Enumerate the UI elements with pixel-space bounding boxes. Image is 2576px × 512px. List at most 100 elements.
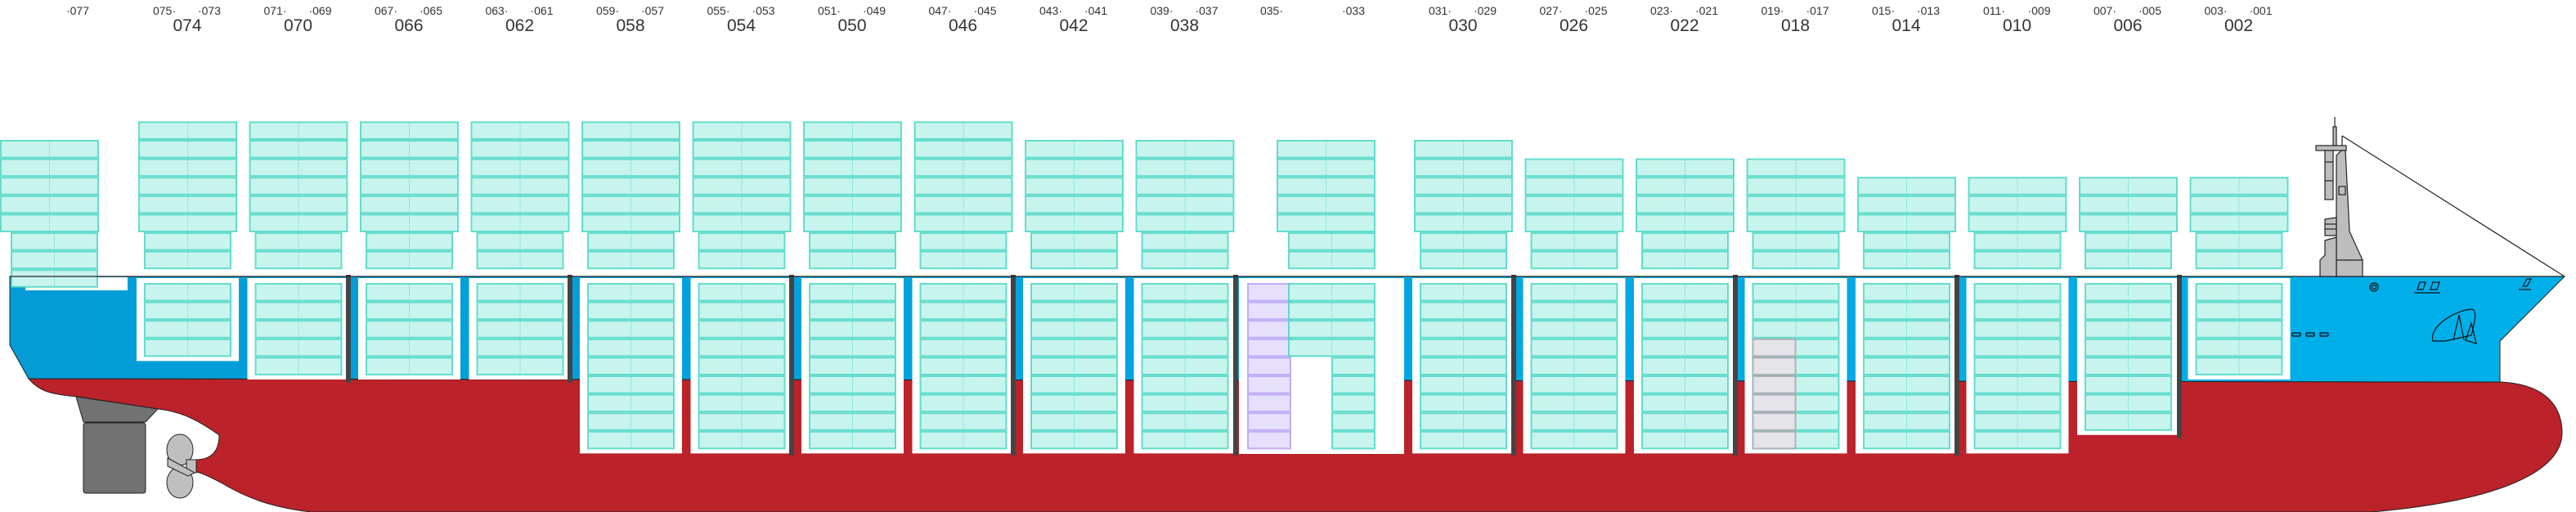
bay-002[interactable]: [2189, 177, 2289, 270]
hold-018[interactable]: [1744, 278, 1847, 454]
bay-066[interactable]: [360, 121, 459, 270]
container-slot: [1863, 430, 1950, 450]
hold-022[interactable]: [1634, 278, 1736, 454]
container-slot: [1752, 283, 1840, 302]
container-slot: [1135, 158, 1235, 177]
container-slot: [476, 283, 564, 302]
hold-034[interactable]: [1239, 278, 1404, 454]
hold-002[interactable]: [2188, 278, 2291, 380]
bay-label: 046: [949, 16, 977, 35]
container-slot: [1414, 177, 1513, 195]
container-slot: [470, 121, 570, 140]
hold-026[interactable]: [1523, 278, 1626, 454]
bay-030[interactable]: [1414, 140, 1513, 270]
bay-026[interactable]: [1524, 158, 1624, 270]
bay-074[interactable]: [138, 121, 237, 270]
container-slot: [1247, 357, 1291, 375]
bay-014[interactable]: [1857, 177, 1956, 270]
container-box: [1752, 357, 1797, 375]
bay-label: 014: [1892, 16, 1920, 35]
bay-046[interactable]: [913, 121, 1013, 270]
bay-050[interactable]: [803, 121, 902, 270]
bow-details: [2291, 278, 2533, 344]
hold-030[interactable]: [1412, 278, 1515, 454]
bay-006[interactable]: [2079, 177, 2178, 270]
container-slot: [1973, 320, 2062, 339]
container-slot: [809, 412, 896, 431]
bay-058[interactable]: [581, 121, 680, 270]
container-slot: [1973, 301, 2062, 321]
hold-006[interactable]: [2077, 278, 2179, 435]
bay-054[interactable]: [692, 121, 792, 270]
sub-bay-label: 067·: [375, 4, 397, 17]
bay-018[interactable]: [1746, 158, 1846, 270]
container-slot: [1141, 412, 1229, 431]
hold-070[interactable]: [247, 278, 350, 380]
bay-070[interactable]: [249, 121, 348, 270]
hold-058[interactable]: [580, 278, 682, 454]
container-slot: [913, 158, 1013, 177]
bay-077[interactable]: [0, 140, 99, 288]
hold-046[interactable]: [912, 278, 1015, 454]
deck-upper-stack: [692, 121, 792, 232]
container-slot: [698, 338, 786, 357]
container-slot: [692, 195, 792, 214]
container-slot: [254, 232, 343, 251]
sub-bay-label: 043·: [1039, 4, 1062, 17]
container-slot: [2079, 195, 2178, 214]
container-slot: [1414, 158, 1513, 177]
container-slot: [1247, 301, 1291, 321]
container-slot: [1973, 250, 2062, 270]
hold-010[interactable]: [1966, 278, 2069, 454]
hold-042[interactable]: [1023, 278, 1125, 454]
container-slot: [1524, 213, 1624, 232]
container-slot: [144, 232, 231, 251]
container-slot: [1746, 213, 1846, 232]
bay-010[interactable]: [1968, 177, 2067, 270]
bay-038[interactable]: [1135, 140, 1235, 270]
bay-042[interactable]: [1025, 140, 1124, 270]
bay-034[interactable]: [1277, 140, 1376, 270]
hold-014[interactable]: [1856, 278, 1958, 454]
container-slot: [1863, 250, 1950, 270]
container-box: [1247, 320, 1291, 339]
container-slot: [803, 140, 902, 159]
container-slot: [1135, 177, 1235, 195]
container-slot: [1863, 375, 1950, 394]
container-box: [1247, 412, 1291, 431]
container-slot: [2195, 301, 2283, 321]
container-slot: [1135, 213, 1235, 232]
container-slot: [360, 177, 459, 195]
bay-062[interactable]: [470, 121, 570, 270]
hold-074[interactable]: [137, 278, 239, 362]
bay-022[interactable]: [1636, 158, 1735, 270]
container-slot: [0, 140, 99, 159]
container-box: [1247, 430, 1291, 450]
container-slot: [1247, 283, 1291, 302]
container-slot: [1752, 250, 1840, 270]
sub-bay-label: ·053: [752, 4, 774, 17]
container-box: [1247, 357, 1291, 375]
container-slot: [470, 140, 570, 159]
container-slot: [1420, 357, 1507, 375]
sub-bay-label: 015·: [1872, 4, 1895, 17]
container-slot: [254, 357, 343, 375]
container-slot: [249, 121, 348, 140]
sub-bay-label: ·029: [1474, 4, 1497, 17]
hold-038[interactable]: [1133, 278, 1236, 454]
container-slot: [470, 195, 570, 214]
sub-bay-label: 007·: [2094, 4, 2116, 17]
hold-050[interactable]: [801, 278, 904, 454]
container-slot: [249, 140, 348, 159]
hold-062[interactable]: [469, 278, 572, 380]
container-slot: [1752, 430, 1797, 450]
hold-066[interactable]: [358, 278, 460, 380]
rudder: [75, 396, 159, 494]
container-slot: [2079, 177, 2178, 195]
container-slot: [698, 232, 786, 251]
bay-label: 038: [1170, 16, 1199, 35]
sub-bay-label: 059·: [596, 4, 619, 17]
hold-054[interactable]: [690, 278, 793, 454]
container-slot: [2085, 338, 2172, 357]
container-slot: [144, 338, 231, 357]
